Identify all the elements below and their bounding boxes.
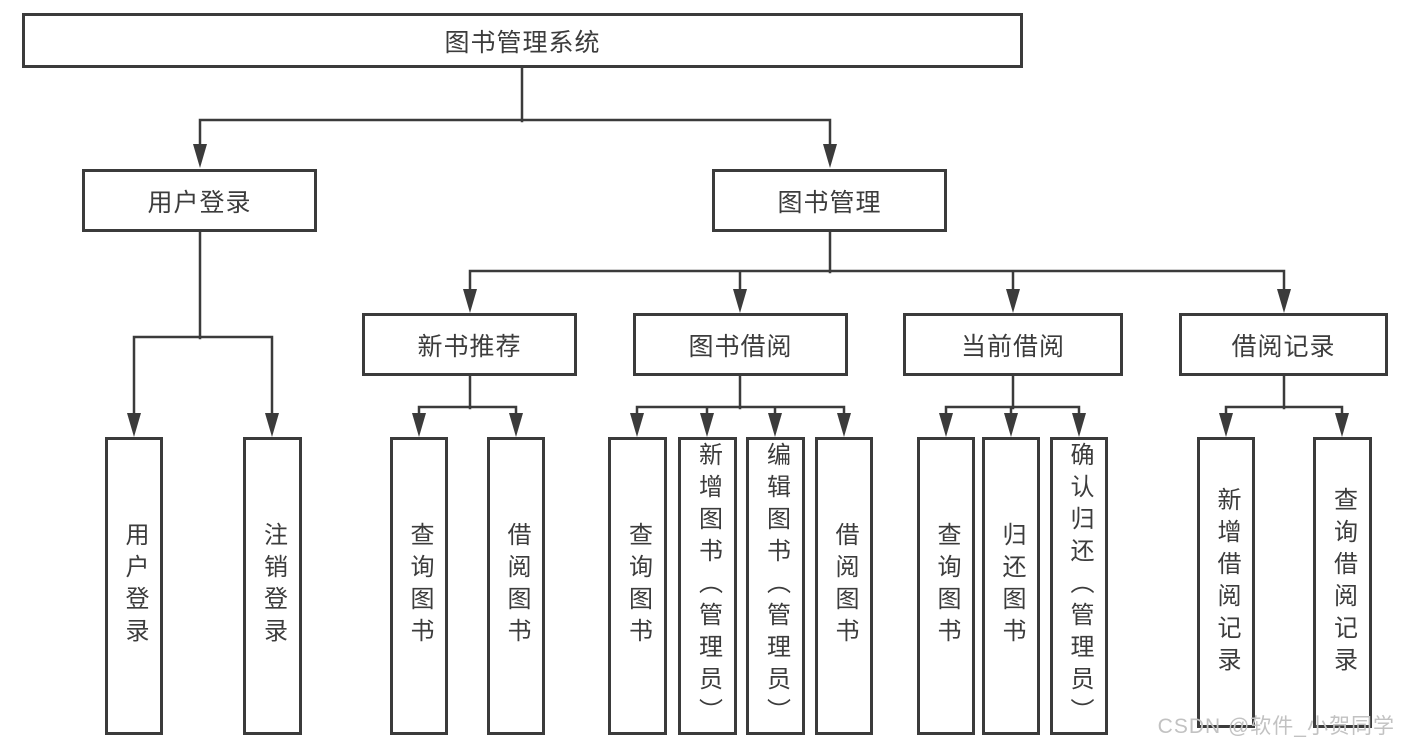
leaf-current-return-books-label: 归还图书 (998, 522, 1025, 650)
csdn-watermark: CSDN @软件_小贺同学 (1157, 715, 1395, 738)
leaf-borrow-borrow-books: 借阅图书 (815, 437, 873, 735)
node-current-borrowing: 当前借阅 (903, 313, 1123, 376)
leaf-user-login-label: 用户登录 (121, 522, 148, 650)
leaf-borrow-query-books-label: 查询图书 (624, 522, 652, 650)
node-new-book-recommend: 新书推荐 (362, 313, 577, 376)
leaf-records-add-record-label: 新增借阅记录 (1213, 486, 1240, 679)
leaf-borrow-edit-books-admin: 编辑图书（管理员） (746, 437, 805, 735)
leaf-borrow-borrow-books-label: 借阅图书 (831, 522, 858, 650)
node-user-login-label: 用户登录 (147, 188, 252, 217)
leaf-current-query-books: 查询图书 (917, 437, 975, 735)
leaf-current-confirm-return-admin-label: 确认归还（管理员） (1066, 442, 1093, 730)
leaf-records-add-record: 新增借阅记录 (1197, 437, 1255, 728)
leaf-records-query-record: 查询借阅记录 (1313, 437, 1372, 728)
node-root: 图书管理系统 (22, 13, 1023, 68)
leaf-logout: 注销登录 (243, 437, 302, 735)
node-borrowing-records: 借阅记录 (1179, 313, 1388, 376)
leaf-borrow-add-books-admin: 新增图书（管理员） (678, 437, 737, 735)
node-root-label: 图书管理系统 (444, 28, 601, 57)
node-book-borrowing-label: 图书借阅 (688, 332, 793, 361)
node-current-borrowing-label: 当前借阅 (960, 332, 1065, 361)
node-borrowing-records-label: 借阅记录 (1231, 332, 1336, 361)
leaf-user-login: 用户登录 (105, 437, 163, 735)
node-book-management: 图书管理 (712, 169, 947, 232)
leaf-borrow-query-books: 查询图书 (608, 437, 667, 735)
leaf-current-query-books-label: 查询图书 (933, 522, 960, 650)
arrowheads (127, 144, 1349, 437)
leaf-borrow-edit-books-admin-label: 编辑图书（管理员） (762, 442, 790, 730)
leaf-borrow-add-books-admin-label: 新增图书（管理员） (694, 442, 722, 730)
leaf-current-confirm-return-admin: 确认归还（管理员） (1050, 437, 1108, 735)
leaf-records-query-record-label: 查询借阅记录 (1329, 486, 1357, 679)
node-book-management-label: 图书管理 (777, 188, 882, 217)
leaf-current-return-books: 归还图书 (982, 437, 1040, 735)
leaf-newbook-borrow-books-label: 借阅图书 (503, 522, 530, 650)
node-book-borrowing: 图书借阅 (633, 313, 848, 376)
leaf-logout-label: 注销登录 (259, 522, 287, 650)
node-user-login: 用户登录 (82, 169, 317, 232)
leaf-newbook-borrow-books: 借阅图书 (487, 437, 545, 735)
leaf-newbook-query-books: 查询图书 (390, 437, 448, 735)
node-new-book-recommend-label: 新书推荐 (417, 332, 522, 361)
leaf-newbook-query-books-label: 查询图书 (406, 522, 433, 650)
